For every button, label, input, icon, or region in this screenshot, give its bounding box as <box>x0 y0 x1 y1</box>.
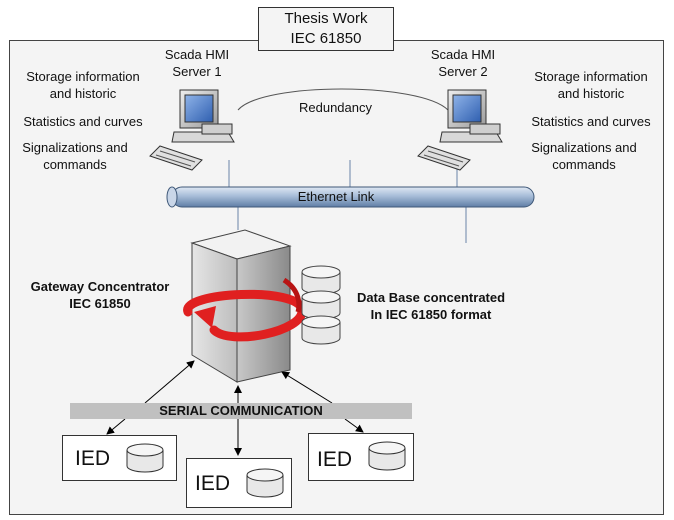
redundancy-label: Redundancy <box>299 100 372 115</box>
server1-storage-label: Storage information and historic <box>26 69 140 101</box>
arrow-up-right <box>281 371 333 404</box>
database-icon <box>368 441 406 471</box>
database-label: Data Base concentrated In IEC 61850 form… <box>356 290 506 322</box>
server2-statistics-label: Statistics and curves <box>531 114 651 129</box>
server1-workstation-icon <box>149 89 235 171</box>
server1-signalization-label: Signalizations and commands <box>22 140 128 172</box>
redundancy-arc <box>237 88 449 111</box>
title-line2: IEC 61850 <box>290 30 362 47</box>
gateway-label: Gateway Concentrator IEC 61850 <box>30 279 170 311</box>
database-icon <box>126 443 164 473</box>
database-stack-icon <box>301 265 341 345</box>
serial-communication-bar <box>70 403 412 419</box>
ethernet-link-label: Ethernet Link <box>297 189 375 204</box>
title-line1: Thesis Work <box>284 10 368 27</box>
serial-communication-label: SERIAL COMMUNICATION <box>159 403 323 418</box>
ethernet-link-pipe <box>166 186 535 208</box>
server2-label: Scada HMI Server 2 <box>430 47 496 79</box>
ied-box-right: IED <box>308 433 414 481</box>
ied-box-center: IED <box>186 458 292 508</box>
ied-label: IED <box>317 448 353 471</box>
arrow-down-right <box>344 418 364 433</box>
server2-storage-label: Storage information and historic <box>534 69 648 101</box>
server1-statistics-label: Statistics and curves <box>23 114 143 129</box>
ied-label: IED <box>195 472 231 495</box>
ied-label: IED <box>75 447 111 470</box>
arrow-up-left <box>144 360 195 404</box>
arrow-down-left <box>106 418 126 435</box>
server1-label: Scada HMI Server 1 <box>164 47 230 79</box>
database-icon <box>246 468 284 498</box>
server2-workstation-icon <box>417 89 503 171</box>
server2-signalization-label: Signalizations and commands <box>531 140 637 172</box>
title-box: Thesis Work IEC 61850 <box>258 7 394 51</box>
ied-box-left: IED <box>62 435 177 481</box>
gateway-server-icon <box>190 229 292 383</box>
